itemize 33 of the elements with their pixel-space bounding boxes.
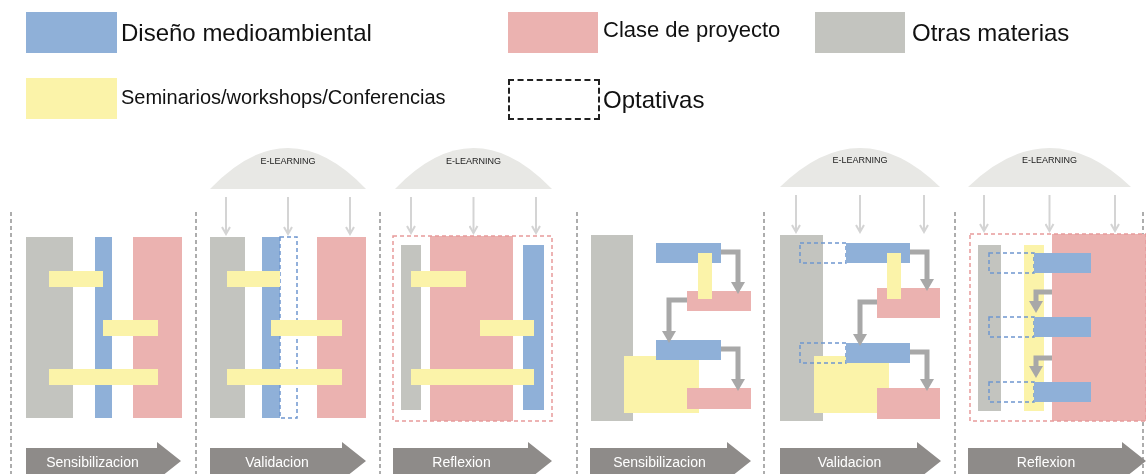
legend-label: Optativas xyxy=(603,88,705,112)
e-learning-dome: E-LEARNING xyxy=(395,147,552,189)
e-learning-dome: E-LEARNING xyxy=(780,147,940,187)
arrow xyxy=(979,194,989,232)
course-layout-drawing xyxy=(210,236,366,419)
arrow xyxy=(406,196,416,234)
course-layout-drawing xyxy=(392,235,553,422)
arrow xyxy=(919,194,929,233)
e-learning-dome: E-LEARNING xyxy=(968,147,1131,187)
phase-banner: Reflexion xyxy=(393,442,552,474)
legend-label: Diseño medioambiental xyxy=(121,21,372,45)
phase-banner: Reflexion xyxy=(968,442,1146,474)
phase-banner: Validacion xyxy=(210,442,366,474)
phase-banner: Sensibilizacion xyxy=(26,442,181,474)
arrow xyxy=(531,196,541,234)
arrow xyxy=(1044,194,1055,232)
e-learning-dome: E-LEARNING xyxy=(210,147,366,189)
course-layout-drawing xyxy=(780,235,940,421)
arrow xyxy=(791,194,801,233)
arrow xyxy=(283,196,293,235)
arrow xyxy=(221,196,231,235)
arrow xyxy=(1110,194,1120,232)
course-layout-drawing xyxy=(591,235,751,421)
arrow xyxy=(855,194,865,233)
legend-label: Seminarios/workshops/Conferencias xyxy=(121,87,446,107)
arrow xyxy=(468,196,479,234)
arrow xyxy=(345,196,355,235)
course-layout-drawing xyxy=(969,233,1146,422)
legend-label: Clase de proyecto xyxy=(603,19,781,41)
phase-banner: Sensibilizacion xyxy=(590,442,751,474)
legend-label: Otras materias xyxy=(912,21,1070,45)
phase-banner: Validacion xyxy=(780,442,941,474)
course-layout-drawing xyxy=(26,237,182,418)
